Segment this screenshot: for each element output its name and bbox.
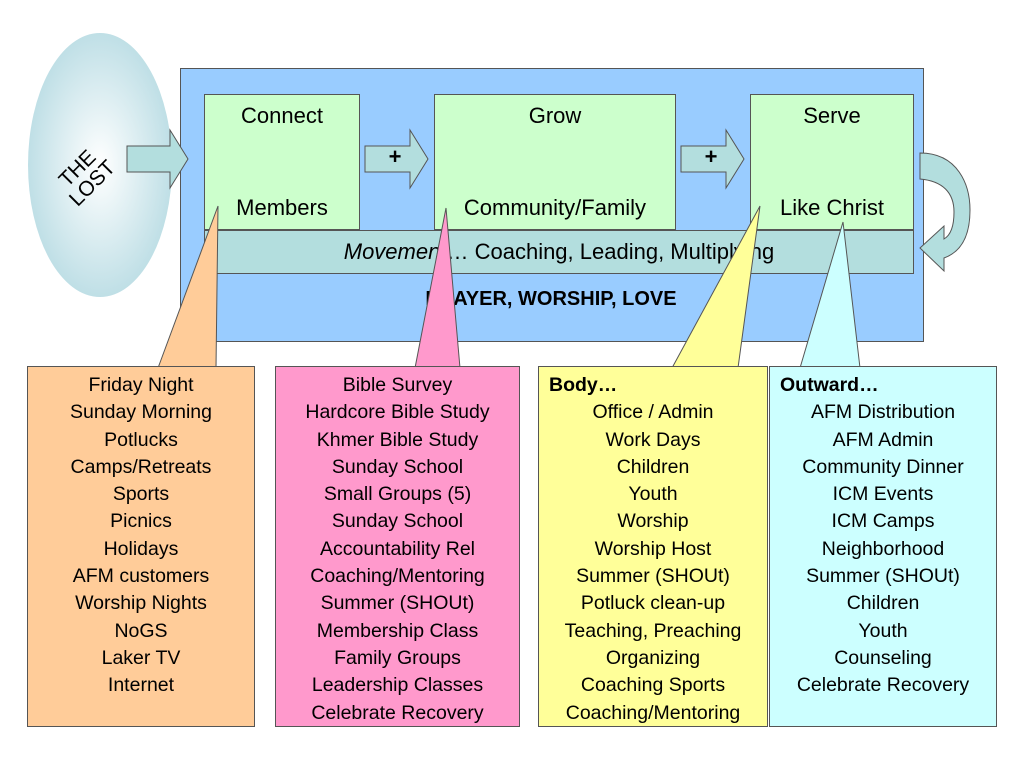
movement-text: Coaching, Leading, Multiplying — [474, 239, 775, 264]
list-item: Membership Class — [316, 619, 479, 642]
callout-outward: Outward… AFM Distribution AFM Admin Comm… — [769, 366, 997, 727]
plus-arrow-2 — [680, 128, 745, 190]
list-item: Sunday School — [331, 455, 464, 478]
list-item: Office / Admin — [592, 401, 714, 424]
callout-heading: Body… — [549, 374, 618, 396]
list-item: Coaching Sports — [580, 674, 726, 697]
callout-body: Body… Office / Admin Work Days Children … — [538, 366, 768, 727]
list-item: Picnics — [110, 510, 172, 533]
list-item: Youth — [858, 619, 908, 642]
stage-connect: Connect Members — [204, 94, 360, 230]
list-item: Counseling — [834, 646, 932, 669]
plus-sign-2: + — [704, 144, 718, 169]
list-item: AFM Distribution — [810, 401, 956, 424]
stage-title: Connect — [241, 103, 323, 128]
list-item: Community Dinner — [802, 455, 964, 478]
list-item: Work Days — [605, 428, 701, 451]
list-item: Coaching/Mentoring — [310, 565, 485, 588]
list-item: Hardcore Bible Study — [305, 401, 490, 424]
callout-grow: Bible Survey Hardcore Bible Study Khmer … — [275, 366, 520, 727]
callout-heading: Outward… — [780, 374, 879, 396]
list-item: Summer (SHOUt) — [576, 565, 730, 588]
stage-subtitle: Community/Family — [463, 195, 647, 220]
list-item: Sunday Morning — [69, 401, 212, 424]
list-item: Potlucks — [104, 428, 178, 451]
list-item: Bible Survey — [342, 374, 453, 396]
callout-connect: Friday Night Sunday Morning Potlucks Cam… — [27, 366, 255, 727]
loop-arrow — [919, 152, 971, 273]
plus-sign-1: + — [388, 144, 402, 169]
list-item: Teaching, Preaching — [564, 619, 742, 642]
list-item: Neighborhood — [821, 537, 945, 560]
list-item: Family Groups — [334, 646, 461, 669]
list-item: Friday Night — [88, 374, 194, 396]
list-item: AFM Admin — [832, 428, 934, 451]
pointer-body — [671, 205, 761, 369]
list-item: Internet — [107, 674, 175, 697]
stage-grow: Grow Community/Family — [434, 94, 676, 230]
list-item: Potluck clean-up — [580, 592, 726, 615]
pointer-grow — [414, 207, 461, 369]
list-item: Small Groups (5) — [323, 483, 472, 506]
stage-subtitle: Members — [236, 195, 328, 220]
stage-title: Grow — [528, 103, 582, 128]
entry-arrow — [126, 128, 189, 190]
lost-ellipse — [28, 33, 172, 297]
list-item: Worship Nights — [75, 592, 207, 615]
list-item: Holidays — [103, 537, 179, 560]
list-item: Laker TV — [101, 646, 181, 669]
list-item: Sunday School — [331, 510, 464, 533]
list-item: Celebrate Recovery — [796, 674, 970, 697]
stage-subtitle: Like Christ — [780, 195, 884, 220]
list-item: Accountability Rel — [320, 537, 475, 560]
list-item: Children — [846, 592, 920, 615]
movement-bar: Movement… Coaching, Leading, Multiplying — [204, 230, 914, 274]
list-item: Summer (SHOUt) — [320, 592, 475, 615]
list-item: Organizing — [605, 646, 701, 669]
movement-ellipsis: … — [446, 239, 475, 264]
list-item: Leadership Classes — [311, 674, 484, 697]
pointer-connect — [157, 205, 219, 369]
pointer-outward — [799, 221, 861, 369]
list-item: AFM customers — [72, 565, 210, 588]
list-item: NoGS — [114, 619, 168, 642]
list-item: ICM Events — [832, 483, 934, 506]
plus-arrow-1 — [364, 128, 429, 190]
list-item: Khmer Bible Study — [316, 428, 479, 451]
list-item: Sports — [112, 483, 170, 506]
movement-label: Movement — [343, 239, 447, 264]
list-item: Worship — [617, 510, 689, 533]
list-item: Celebrate Recovery — [311, 701, 484, 724]
stage-serve: Serve Like Christ — [750, 94, 914, 230]
list-item: Worship Host — [594, 537, 712, 560]
list-item: Children — [616, 455, 690, 478]
foundation-text: PRAYER, WORSHIP, LOVE — [425, 288, 677, 310]
list-item: Coaching/Mentoring — [565, 701, 741, 724]
list-item: Camps/Retreats — [70, 455, 212, 478]
stage-title: Serve — [803, 103, 861, 128]
list-item: ICM Camps — [831, 510, 935, 533]
list-item: Youth — [628, 483, 678, 506]
list-item: Summer (SHOUt) — [806, 565, 960, 588]
